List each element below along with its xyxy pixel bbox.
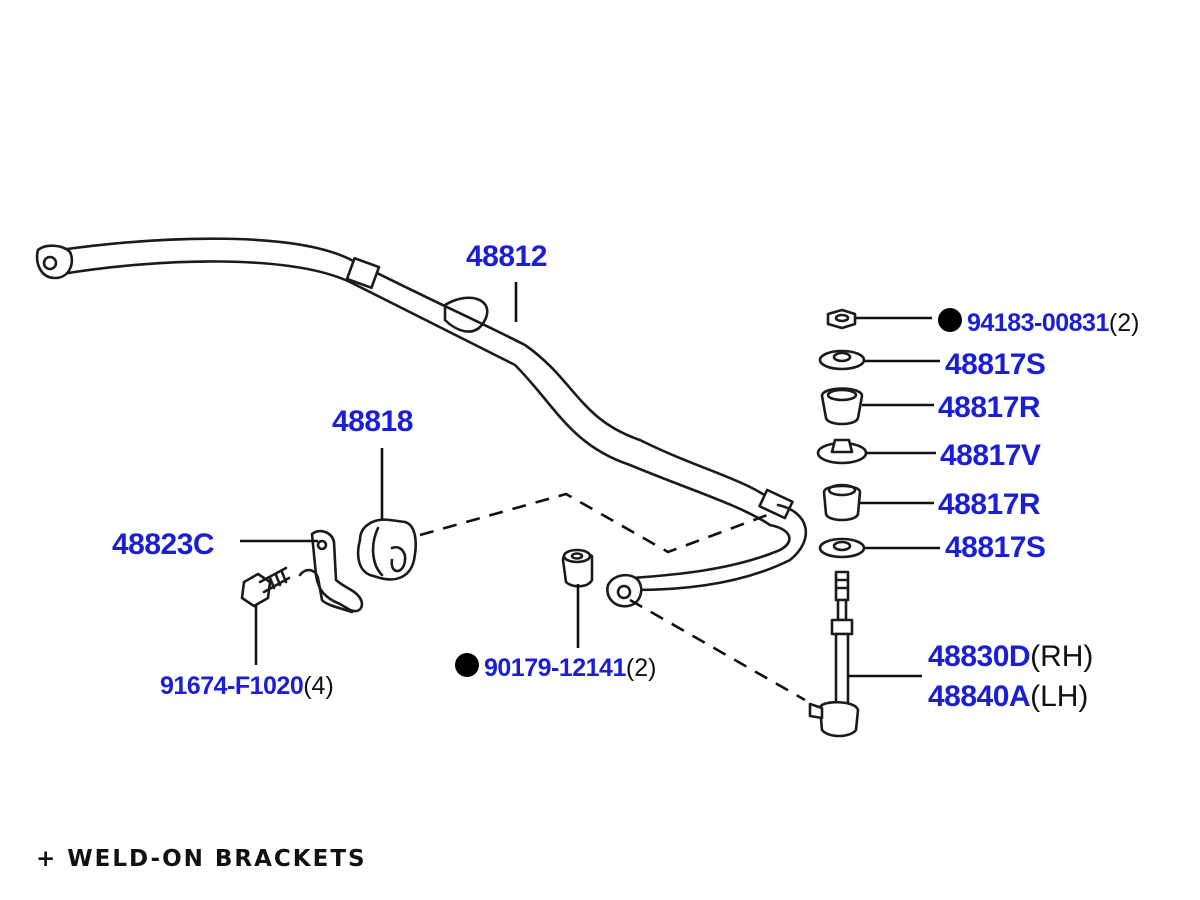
label-48830d[interactable]: 48830D — [928, 640, 1031, 673]
bullet-dot-90179 — [455, 653, 479, 677]
label-48817s-bottom[interactable]: 48817S — [945, 531, 1046, 564]
label-48823c[interactable]: 48823C — [112, 528, 215, 561]
label-90179[interactable]: 90179-12141 — [484, 654, 627, 682]
bracket-48823c[interactable] — [298, 529, 364, 614]
bushing-48818[interactable] — [356, 518, 417, 581]
retainer-48817v[interactable] — [816, 438, 868, 465]
stabilizer-bar-48812[interactable] — [35, 237, 808, 608]
side-lh: (LH) — [1030, 680, 1088, 713]
label-94183-group[interactable]: 94183-00831(2) — [967, 309, 1139, 337]
label-48830d-group[interactable]: 48830D(RH) — [928, 640, 1093, 673]
label-48817r-bottom[interactable]: 48817R — [938, 488, 1041, 521]
cushion-48817r-top[interactable] — [820, 387, 864, 426]
label-48840a-group[interactable]: 48840A(LH) — [928, 680, 1088, 713]
dashed-line-bushing-to-bar — [419, 492, 771, 554]
label-48817s-top[interactable]: 48817S — [945, 348, 1046, 381]
label-48817v[interactable]: 48817V — [940, 439, 1041, 472]
label-48817r-top[interactable]: 48817R — [938, 391, 1041, 424]
label-94183[interactable]: 94183-00831 — [967, 309, 1110, 337]
label-91674-group[interactable]: 91674-F1020(4) — [160, 672, 334, 700]
qty-90179: (2) — [626, 654, 657, 682]
qty-94183: (2) — [1109, 309, 1140, 337]
nut-94183-00831[interactable] — [826, 308, 857, 330]
side-rh: (RH) — [1030, 640, 1093, 673]
label-48818[interactable]: 48818 — [332, 405, 413, 438]
retainer-48817s-bottom[interactable] — [818, 537, 866, 559]
label-91674[interactable]: 91674-F1020 — [160, 672, 304, 700]
footer-note: + WELD-ON BRACKETS — [36, 846, 367, 872]
label-90179-group[interactable]: 90179-12141(2) — [484, 654, 656, 682]
stabilizer-link[interactable] — [808, 570, 860, 738]
retainer-48817s-top[interactable] — [818, 349, 866, 371]
bullet-dot-94183 — [938, 308, 962, 332]
label-48840a[interactable]: 48840A — [928, 680, 1031, 713]
bolt-91674-f1020[interactable] — [240, 566, 291, 608]
qty-91674: (4) — [303, 672, 334, 700]
dashed-line-eye-to-link — [629, 598, 806, 702]
nut-90179-12141[interactable] — [561, 548, 594, 588]
cushion-48817r-bottom[interactable] — [822, 483, 862, 522]
label-48812[interactable]: 48812 — [466, 240, 547, 273]
